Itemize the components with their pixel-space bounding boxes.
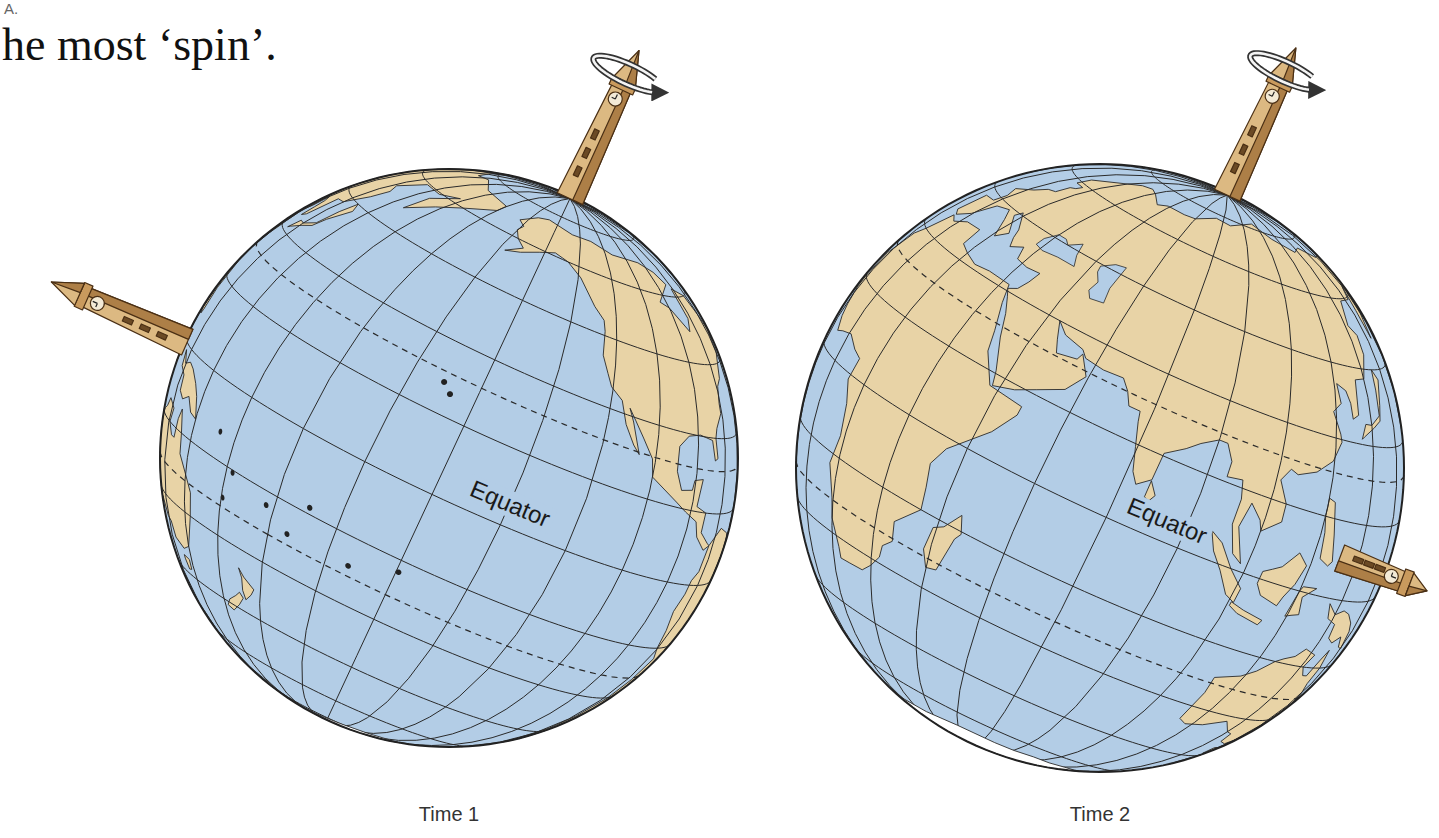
island	[345, 563, 351, 569]
tower-window	[1248, 126, 1257, 137]
tower-window	[573, 166, 582, 177]
slide-title: he most ‘spin’.	[2, 22, 277, 68]
graticule	[796, 165, 1403, 772]
spin-arrow	[589, 49, 659, 96]
tower-window	[139, 324, 150, 333]
tropic-line	[256, 241, 738, 472]
tropic-line	[897, 240, 1404, 483]
tower-shade	[572, 84, 637, 205]
clock-hands	[1269, 90, 1275, 96]
inland-sea	[1089, 265, 1127, 303]
clock-hands	[1391, 573, 1397, 579]
tower-window	[156, 331, 167, 340]
island	[264, 502, 269, 508]
tower-window	[591, 129, 600, 140]
tropic-line	[160, 451, 640, 678]
antarctica	[892, 689, 1084, 771]
island	[284, 531, 289, 537]
time-caption: Time 1	[419, 804, 479, 824]
clock-tower	[1193, 32, 1327, 210]
antarctica	[237, 655, 400, 743]
continent	[1362, 370, 1380, 439]
tower-spire	[1405, 573, 1431, 602]
globe-outline	[160, 169, 738, 747]
ocean	[796, 164, 1404, 772]
spin-arrow	[1246, 46, 1320, 94]
clock-hands	[91, 301, 97, 307]
continent	[1229, 602, 1262, 625]
clock-tower	[536, 35, 670, 213]
tower-window	[1239, 144, 1248, 155]
tower-shaft	[557, 77, 636, 204]
clock-hands	[612, 93, 618, 99]
tower-shade	[1229, 81, 1293, 201]
continent	[180, 350, 196, 420]
tropic-line	[796, 461, 1301, 699]
tower-shade	[82, 282, 193, 340]
graticule	[161, 169, 737, 746]
tower-shaft	[76, 282, 193, 355]
tower-window	[1231, 162, 1240, 173]
clock-face	[606, 90, 625, 109]
tower-spire-shade	[51, 271, 84, 294]
ocean	[160, 169, 738, 747]
clock-face	[88, 294, 106, 312]
tower-window	[1353, 556, 1364, 564]
continent	[1328, 604, 1351, 649]
continent	[201, 260, 239, 313]
island	[307, 505, 312, 511]
tower-spire-shade	[1405, 584, 1427, 602]
tower-window	[1364, 560, 1375, 568]
globe	[796, 32, 1432, 772]
island	[447, 391, 453, 397]
panel-letter: A.	[4, 1, 18, 16]
continent	[228, 592, 243, 610]
clock-tower	[46, 269, 193, 355]
clock-face	[1263, 87, 1282, 106]
globe-outline	[796, 164, 1404, 772]
island	[219, 429, 223, 435]
globe	[46, 35, 738, 747]
tower-spire	[47, 271, 85, 305]
continent	[501, 528, 727, 742]
spin-arrow	[1246, 46, 1316, 93]
tower-window	[1374, 564, 1385, 572]
tower-shade	[1335, 560, 1407, 597]
continent	[924, 515, 962, 570]
tower-shaft	[1215, 74, 1294, 201]
clock-face	[1382, 567, 1400, 585]
island	[441, 379, 447, 385]
clock-tower	[1335, 545, 1432, 604]
spin-arrow	[589, 49, 663, 97]
continent	[830, 215, 1022, 570]
tower-window	[122, 316, 133, 325]
inland-sea	[1036, 235, 1083, 267]
tower-window	[582, 147, 591, 158]
time-caption: Time 2	[1070, 804, 1130, 824]
